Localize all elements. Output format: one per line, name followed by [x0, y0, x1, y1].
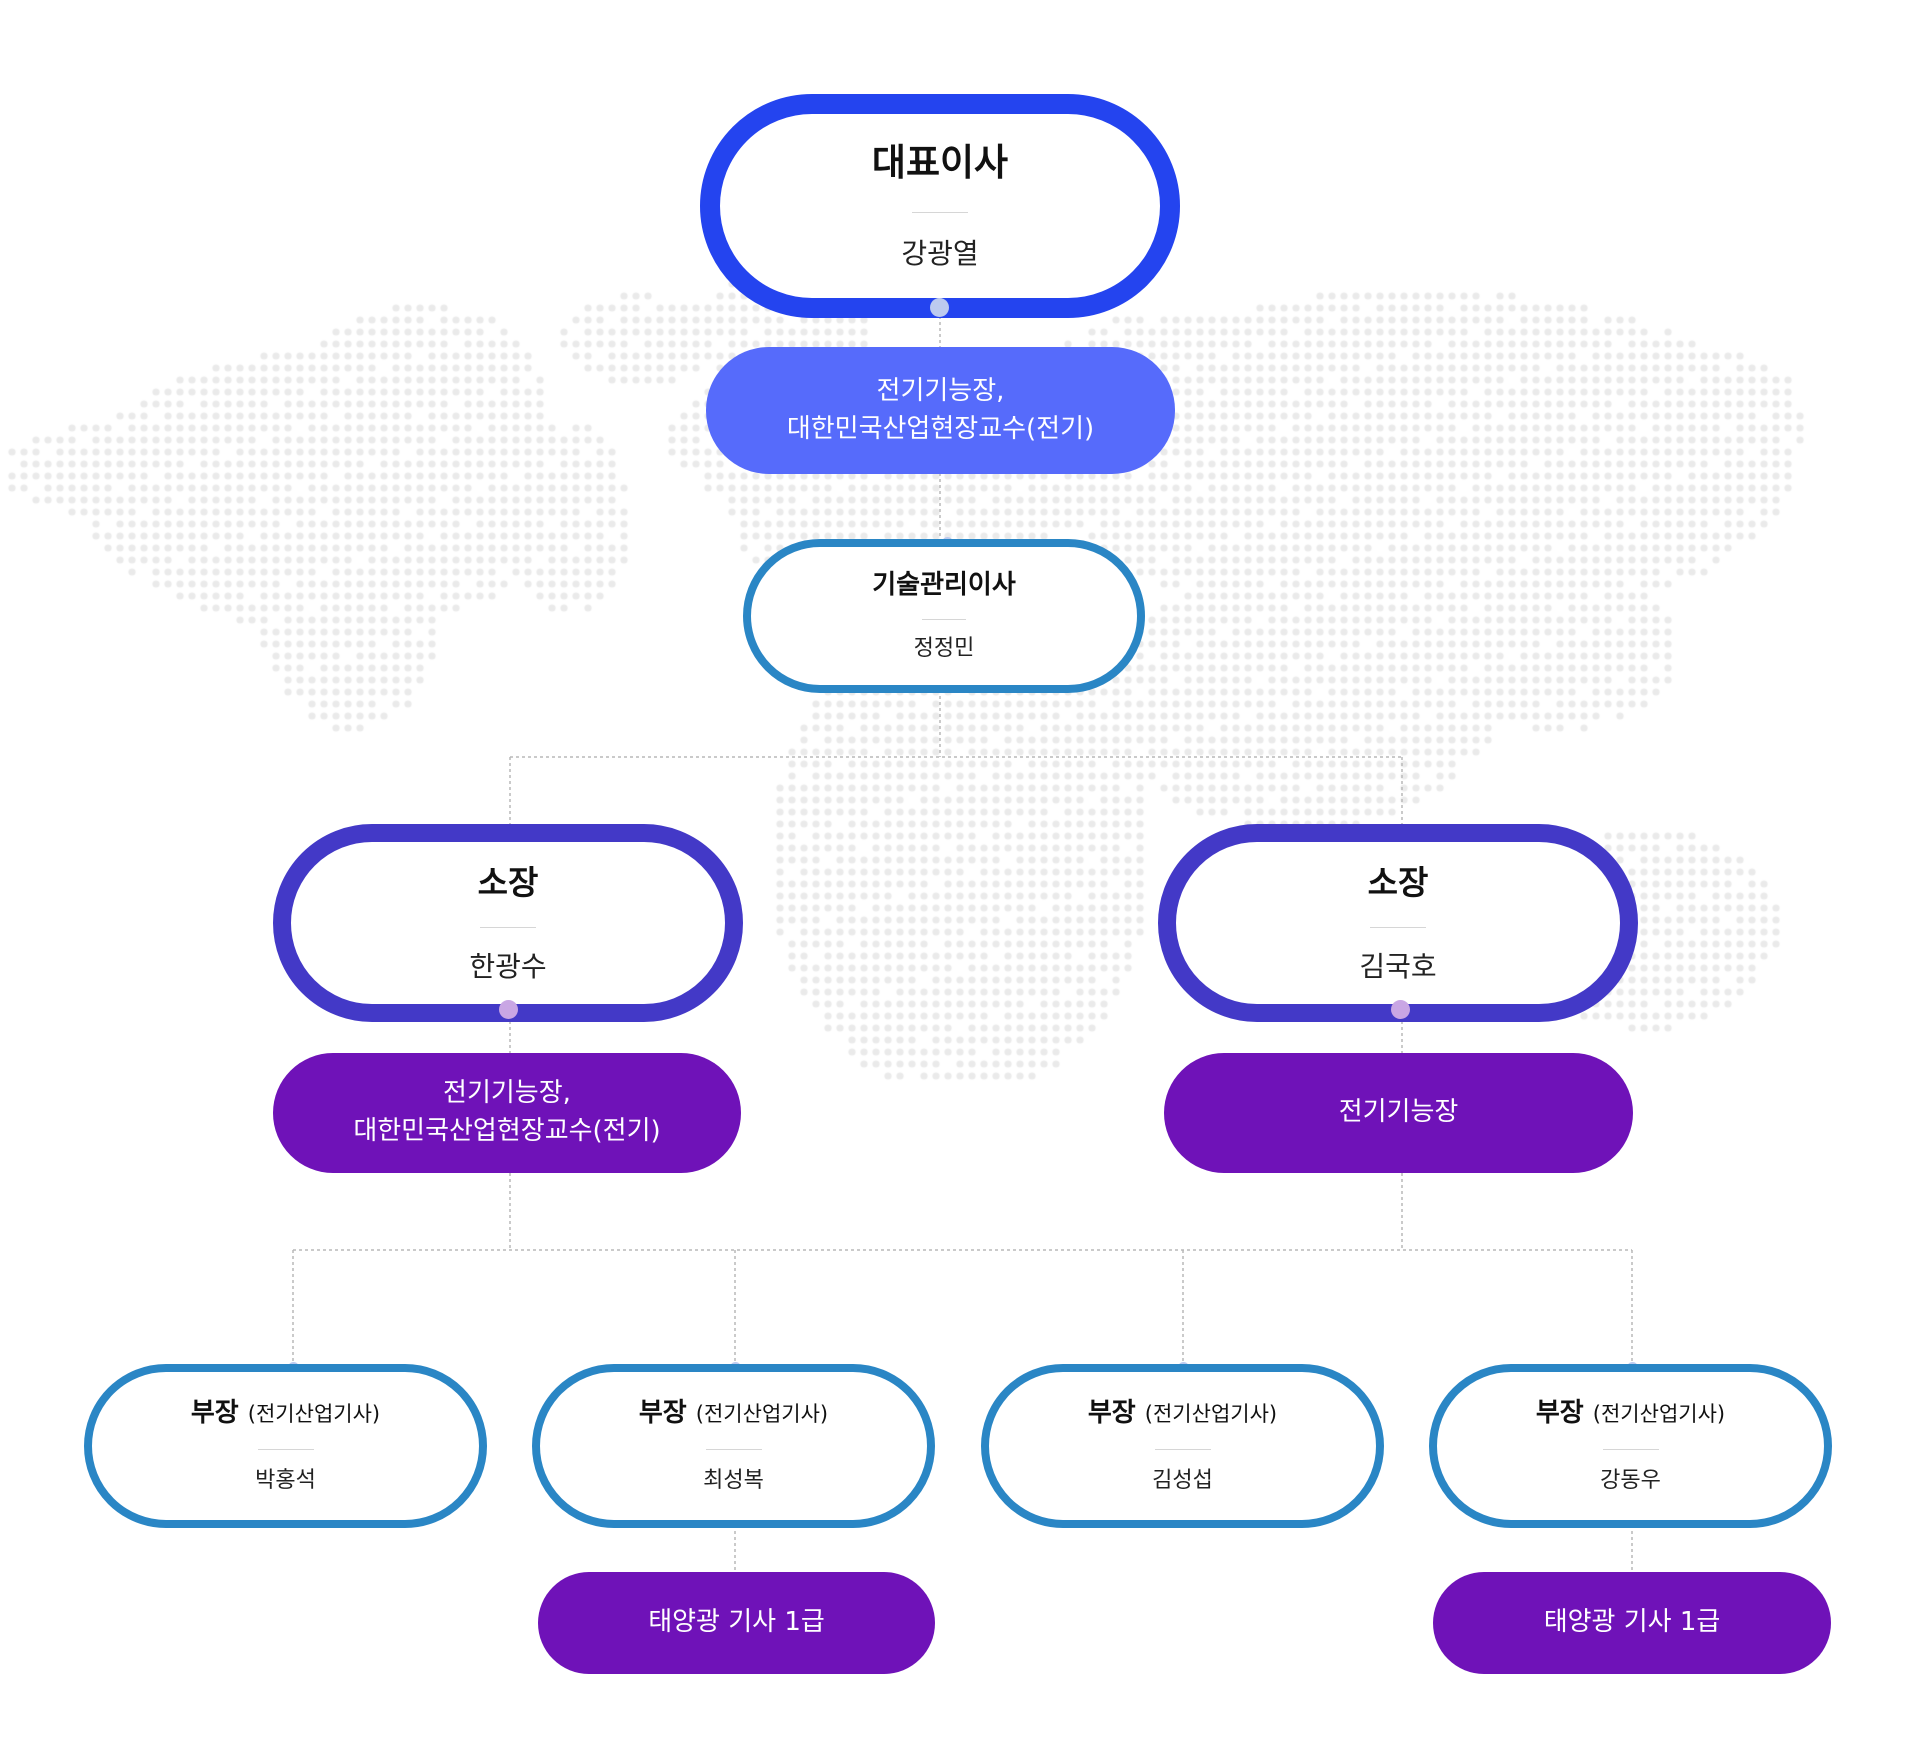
connector-dot — [930, 298, 949, 317]
staff-cert-label: 태양광 기사 1급 — [1543, 1607, 1721, 1638]
divider — [1370, 926, 1426, 928]
staff-rank: 부장 — [1535, 1397, 1584, 1428]
tech-director-card: 기술관리이사 정정민 — [743, 539, 1145, 693]
tech-director-title: 기술관리이사 — [872, 569, 1016, 600]
staff-title: 부장 (전기산업기사) — [1088, 1398, 1277, 1429]
manager-title: 소장 — [1367, 862, 1429, 902]
staff-name: 강동우 — [1600, 1467, 1661, 1493]
manager-cert-badge: 전기기능장, 대한민국산업현장교수(전기) — [273, 1053, 741, 1173]
staff-license: (전기산업기사) — [695, 1401, 829, 1426]
staff-cert-badge: 태양광 기사 1급 — [1433, 1572, 1831, 1674]
staff-title: 부장 (전기산업기사) — [1536, 1398, 1725, 1429]
ceo-cert-badge: 전기기능장, 대한민국산업현장교수(전기) — [706, 347, 1175, 474]
ceo-name: 강광열 — [901, 237, 979, 271]
staff-license: (전기산업기사) — [1592, 1401, 1726, 1426]
staff-card: 부장 (전기산업기사) 최성복 — [532, 1364, 935, 1528]
staff-card: 부장 (전기산업기사) 강동우 — [1429, 1364, 1832, 1528]
staff-rank: 부장 — [190, 1397, 239, 1428]
staff-name: 최성복 — [703, 1467, 764, 1493]
staff-license: (전기산업기사) — [1144, 1401, 1278, 1426]
manager-card: 소장 김국호 — [1158, 824, 1638, 1022]
ceo-title: 대표이사 — [871, 141, 1009, 184]
staff-rank: 부장 — [638, 1397, 687, 1428]
ceo-card: 대표이사 강광열 — [700, 94, 1180, 318]
divider — [912, 212, 968, 214]
staff-name: 김성섭 — [1152, 1467, 1213, 1493]
connector-dot — [1391, 1000, 1410, 1019]
manager-cert-line1: 전기기능장, — [443, 1078, 571, 1109]
ceo-cert-line2: 대한민국산업현장교수(전기) — [786, 413, 1095, 444]
connector-dot — [499, 1000, 518, 1019]
staff-name: 박홍석 — [255, 1467, 316, 1493]
divider — [257, 1448, 314, 1450]
ceo-cert-line1: 전기기능장, — [876, 375, 1005, 406]
tech-director-name: 정정민 — [913, 635, 975, 661]
staff-card: 부장 (전기산업기사) 김성섭 — [981, 1364, 1384, 1528]
manager-name: 김국호 — [1359, 949, 1437, 983]
manager-cert-line2: 대한민국산업현장교수(전기) — [353, 1116, 661, 1146]
divider — [922, 618, 966, 620]
staff-license: (전기산업기사) — [247, 1401, 381, 1426]
manager-title: 소장 — [477, 862, 539, 902]
staff-title: 부장 (전기산업기사) — [191, 1398, 380, 1429]
divider — [705, 1448, 762, 1450]
divider — [1154, 1448, 1211, 1450]
manager-cert-badge: 전기기능장 — [1164, 1053, 1633, 1173]
manager-cert-line1: 전기기능장 — [1338, 1097, 1459, 1128]
divider — [480, 926, 536, 928]
divider — [1602, 1448, 1659, 1450]
staff-cert-label: 태양광 기사 1급 — [648, 1607, 825, 1638]
staff-cert-badge: 태양광 기사 1급 — [538, 1572, 935, 1674]
staff-title: 부장 (전기산업기사) — [639, 1398, 828, 1429]
manager-name: 한광수 — [469, 949, 547, 983]
staff-card: 부장 (전기산업기사) 박홍석 — [84, 1364, 487, 1528]
staff-rank: 부장 — [1087, 1397, 1136, 1428]
manager-card: 소장 한광수 — [273, 824, 743, 1022]
